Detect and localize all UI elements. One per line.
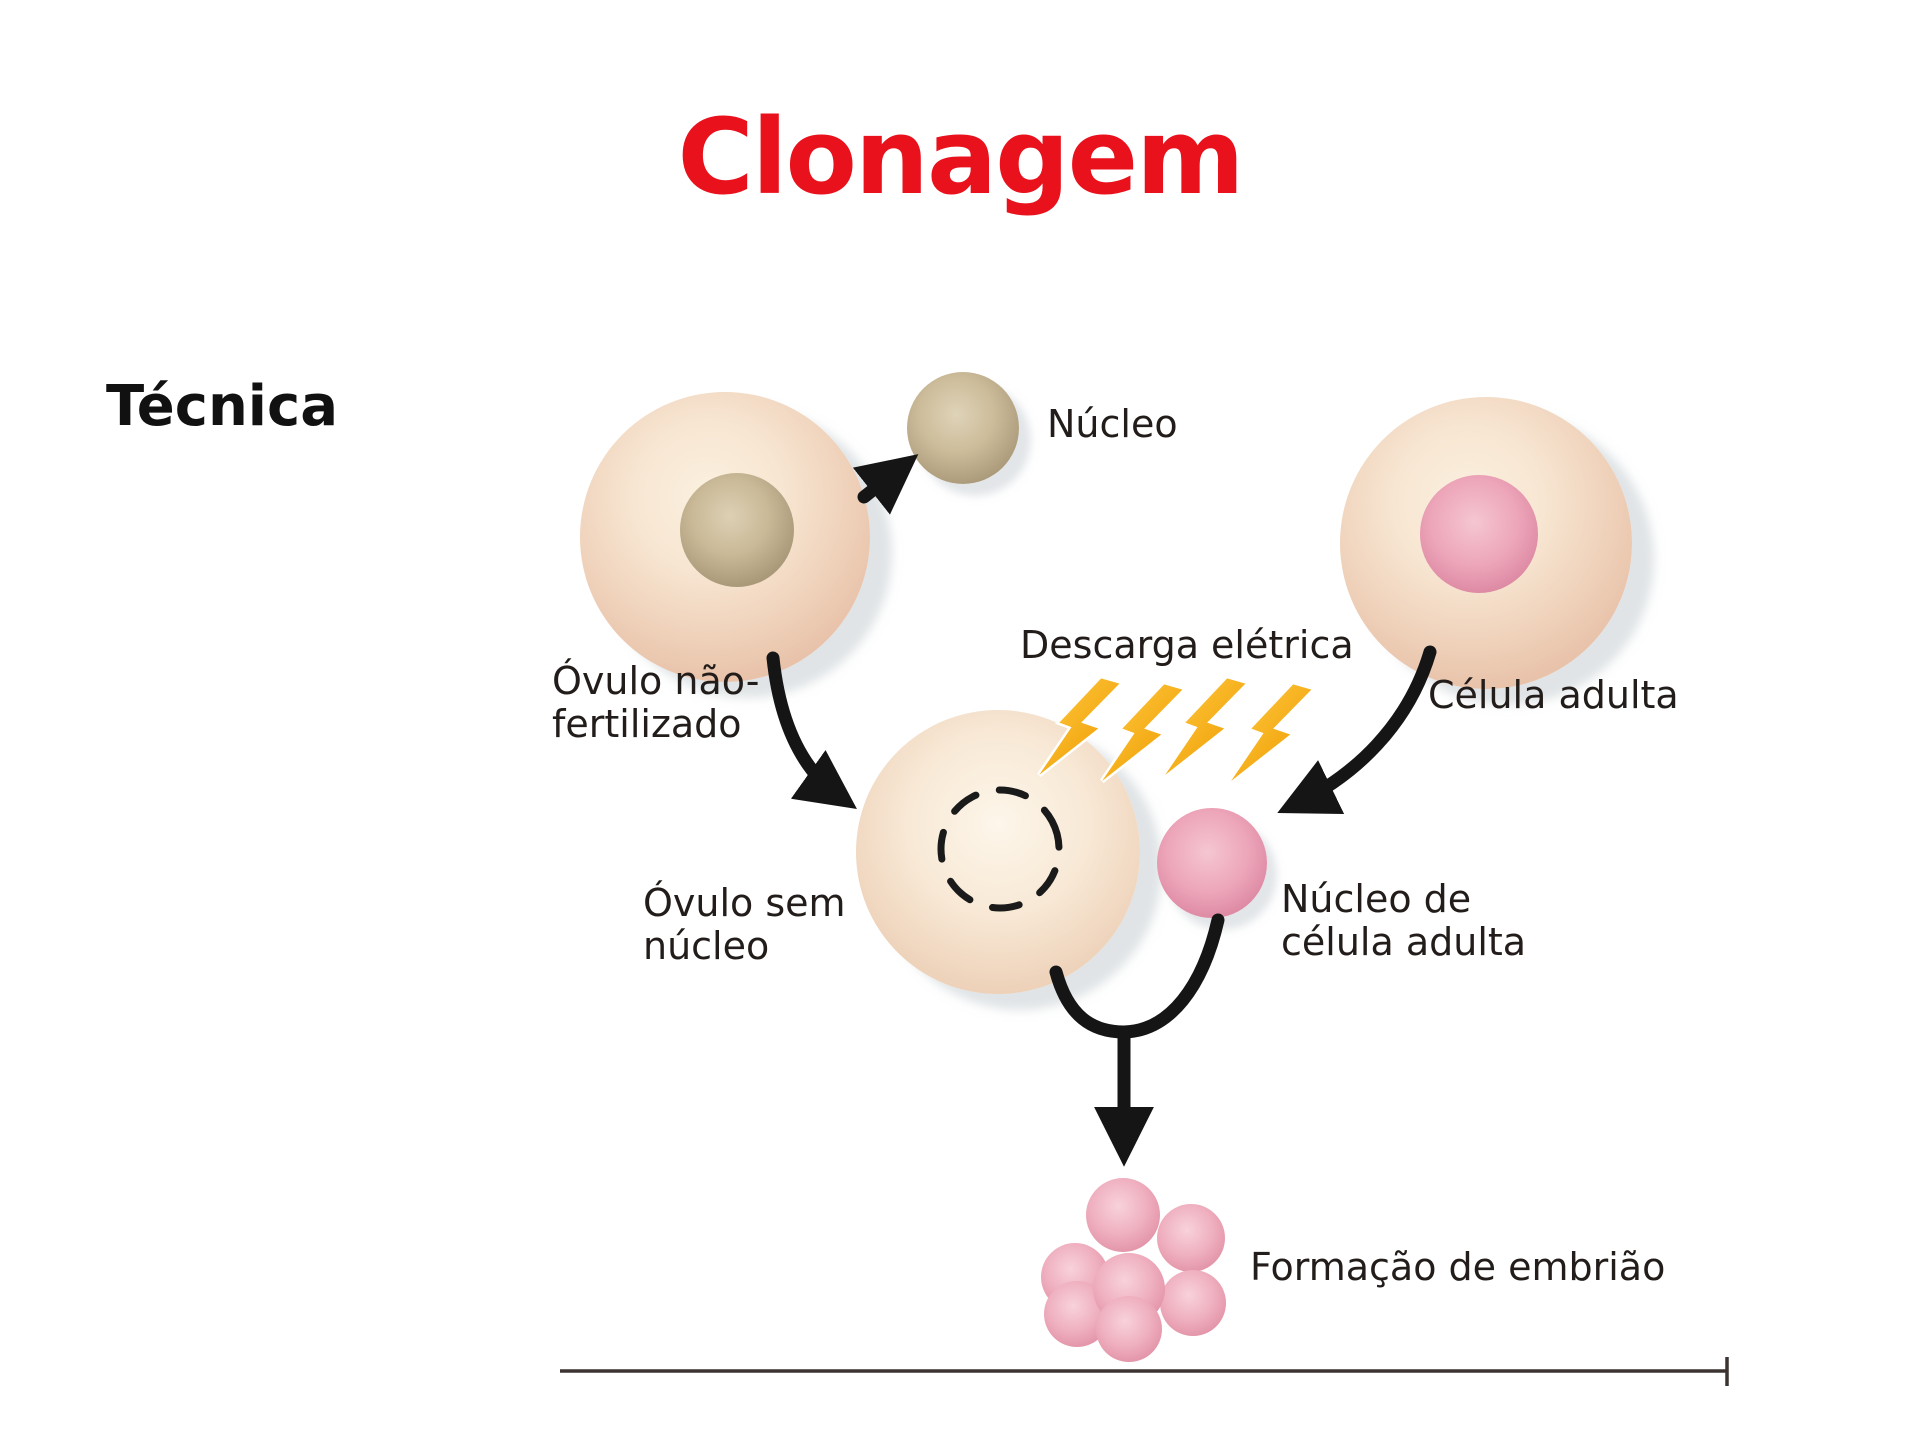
arrow-adultcell-to-nucleus xyxy=(1277,645,1437,814)
adult-nucleus-label-line1: Núcleo de xyxy=(1281,877,1472,921)
egg-without-nucleus-label: Óvulo sem núcleo xyxy=(643,882,846,967)
unfertilized-egg-label-line1: Óvulo não- xyxy=(552,659,760,703)
embryo-formation-label: Formação de embrião xyxy=(1250,1245,1666,1289)
adult-cell-nucleus xyxy=(1420,475,1538,593)
nucleus-label: Núcleo xyxy=(1047,402,1178,446)
embryo-cell-sphere xyxy=(1086,1178,1160,1252)
unfertilized-egg-label: Óvulo não- fertilizado xyxy=(552,660,759,745)
unfertilized-egg-nucleus xyxy=(680,473,794,587)
adult-nucleus-label-line2: célula adulta xyxy=(1281,919,1527,964)
technique-label: Técnica xyxy=(106,374,338,439)
embryo-cell-sphere xyxy=(1096,1296,1162,1362)
adult-nucleus-sphere xyxy=(1157,808,1267,918)
unfertilized-egg-label-line2: fertilizado xyxy=(552,701,742,746)
adult-nucleus-label: Núcleo de célula adulta xyxy=(1281,878,1526,963)
lightning-bolt-icon xyxy=(1231,675,1311,795)
lightning-bolt-icon xyxy=(1165,669,1245,789)
arrow-nucleus-removal xyxy=(852,454,919,515)
egg-without-nucleus-cell xyxy=(856,710,1140,994)
embryo-cell-sphere xyxy=(1157,1204,1225,1272)
egg-without-nucleus-label-line2: núcleo xyxy=(643,923,770,968)
egg-without-nucleus-label-line1: Óvulo sem xyxy=(643,881,846,925)
arrow-egg-to-enucleated xyxy=(766,651,857,810)
page-title: Clonagem xyxy=(677,96,1245,218)
electric-discharge-label: Descarga elétrica xyxy=(1020,623,1354,667)
removed-nucleus-sphere xyxy=(907,372,1019,484)
embryo-cell-sphere xyxy=(1160,1270,1226,1336)
adult-cell-label: Célula adulta xyxy=(1428,673,1679,717)
